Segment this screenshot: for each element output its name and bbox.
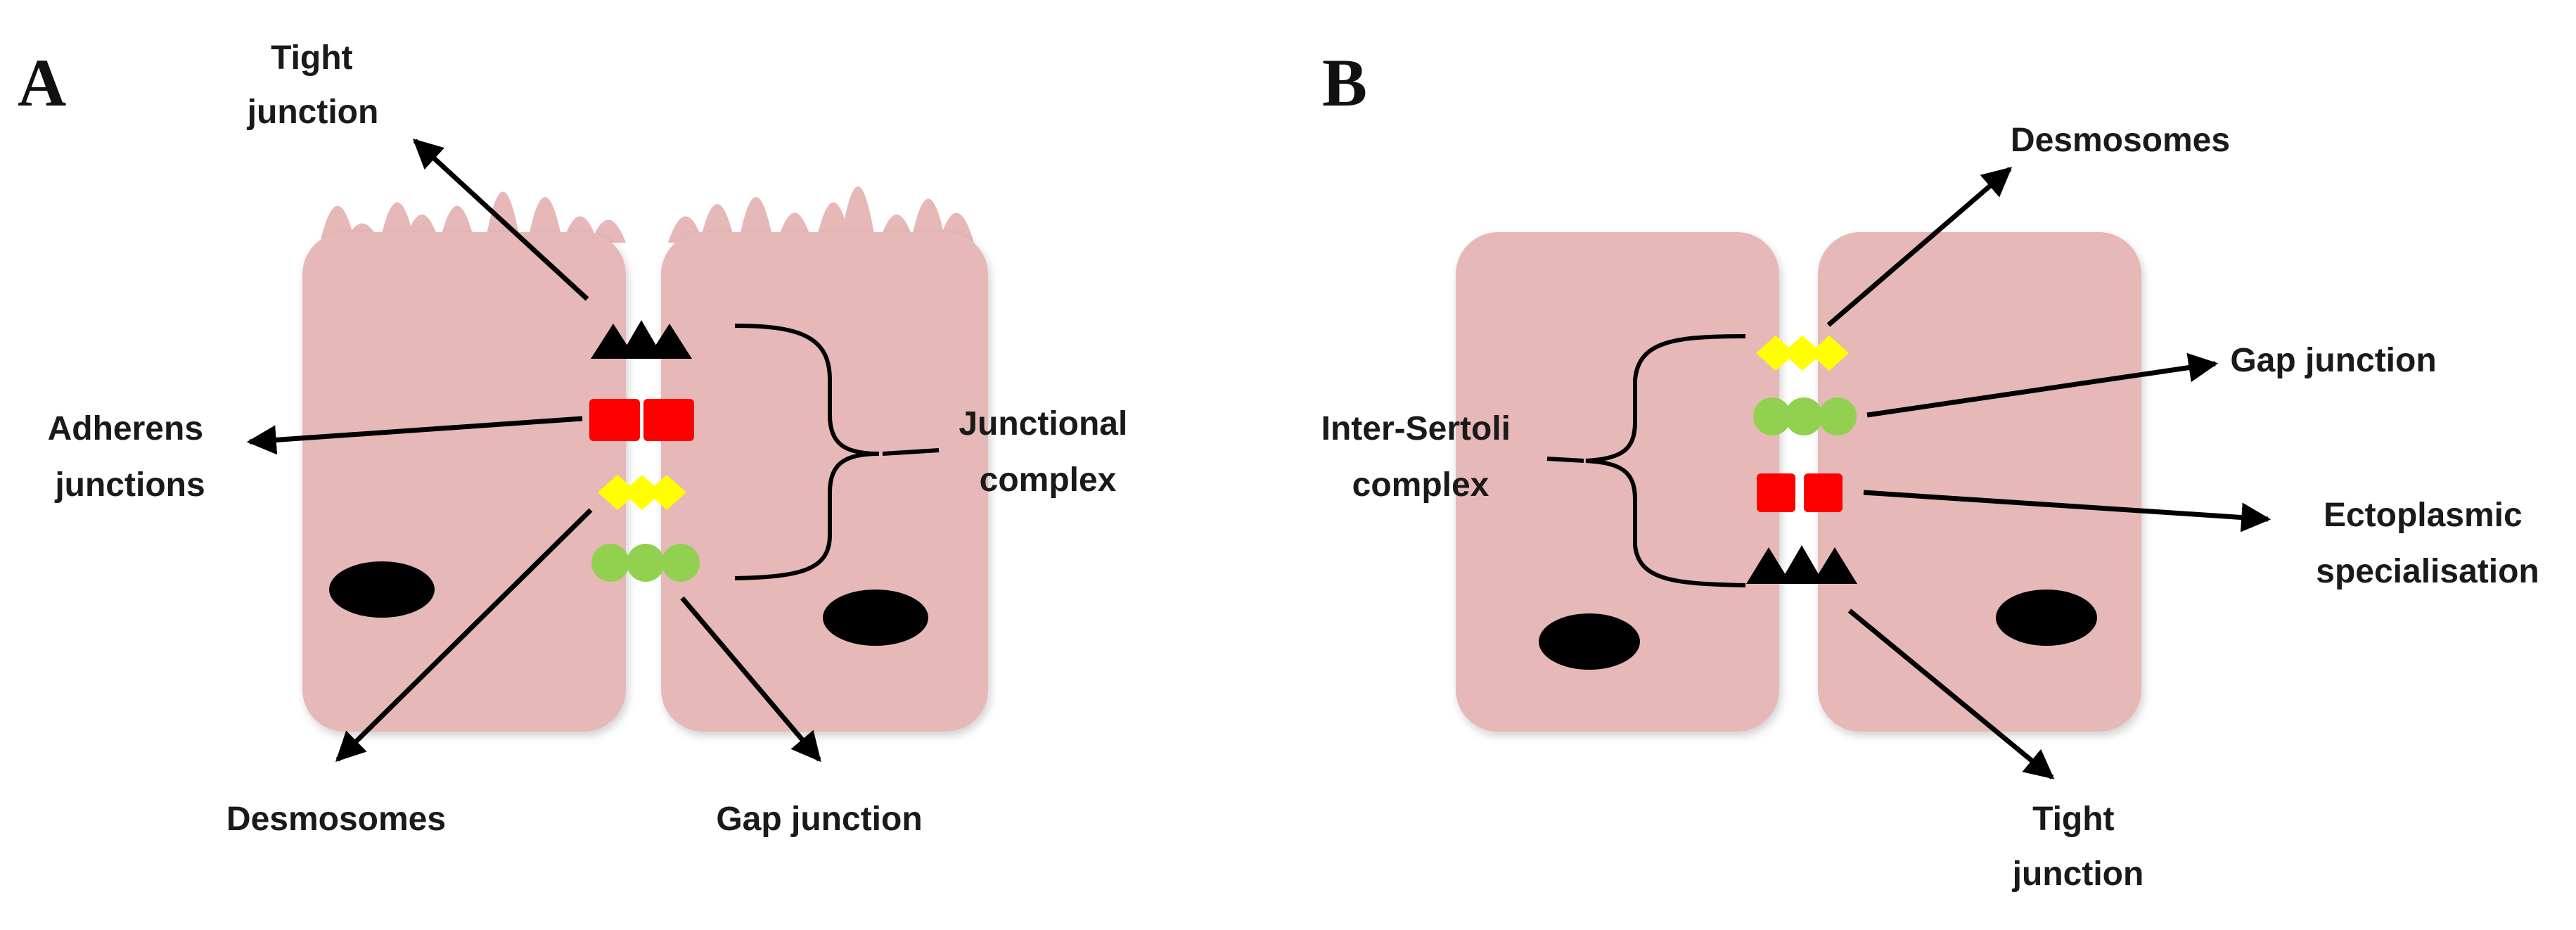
- label-tight-junction-a: Tight junction: [247, 39, 379, 131]
- cell-b-left: [1456, 232, 1779, 732]
- tight-junction-a: [591, 320, 692, 359]
- panel-b-letter: B: [1322, 45, 1367, 120]
- gap-junction-b: [1753, 397, 1857, 435]
- cell-b-right: [1818, 232, 2141, 732]
- arrow-tight-junction-b: [1847, 609, 2055, 779]
- ectoplasmic-specialisation-b: [1757, 473, 1843, 512]
- inter-sertoli-pointer-b: [1546, 457, 1584, 463]
- panel-a-letter: A: [18, 45, 66, 120]
- tight-junction-b: [1746, 545, 1857, 584]
- label-junctional-complex-a: Junctional complex: [959, 405, 1136, 499]
- desmosomes-b: [1756, 336, 1849, 371]
- desmosomes-a: [598, 475, 686, 510]
- arrow-desmosomes-b: [1826, 167, 2013, 327]
- cell-a-right: [661, 232, 988, 732]
- junctional-complex-brace-a: [734, 324, 880, 580]
- label-tight-junction-b: Tight junction: [2012, 801, 2144, 893]
- panel-b: B: [1321, 45, 2539, 893]
- label-gap-junction-b: Gap junction: [2230, 342, 2436, 379]
- junctional-complex-pointer-a: [882, 448, 940, 456]
- nucleus-b-left: [1539, 613, 1640, 670]
- cell-a-left: [302, 232, 626, 732]
- arrow-desmosomes-a: [335, 508, 593, 762]
- nucleus-b-right: [1996, 590, 2097, 646]
- inter-sertoli-brace-b: [1585, 334, 1746, 587]
- nucleus-a-left: [329, 561, 435, 618]
- adherens-junction-a: [589, 399, 694, 441]
- label-gap-junction-a: Gap junction: [716, 801, 922, 838]
- label-inter-sertoli-b: Inter-Sertoli complex: [1321, 410, 1520, 504]
- arrow-adherens-a: [246, 416, 583, 455]
- label-desmosomes-b: Desmosomes: [2011, 122, 2230, 159]
- panel-a: A: [18, 39, 1136, 838]
- label-ectoplasmic-b: Ectoplasmic specialisation: [2316, 497, 2539, 590]
- arrow-gap-junction-b: [1866, 352, 2219, 418]
- arrow-tight-junction-a: [412, 139, 589, 301]
- label-desmosomes-a: Desmosomes: [226, 801, 446, 838]
- arrow-gap-junction-a: [680, 596, 821, 763]
- arrow-ectoplasmic-b: [1863, 490, 2271, 533]
- nucleus-a-right: [823, 590, 928, 646]
- label-adherens-a: Adherens junctions: [48, 410, 213, 504]
- gap-junction-a: [591, 544, 700, 582]
